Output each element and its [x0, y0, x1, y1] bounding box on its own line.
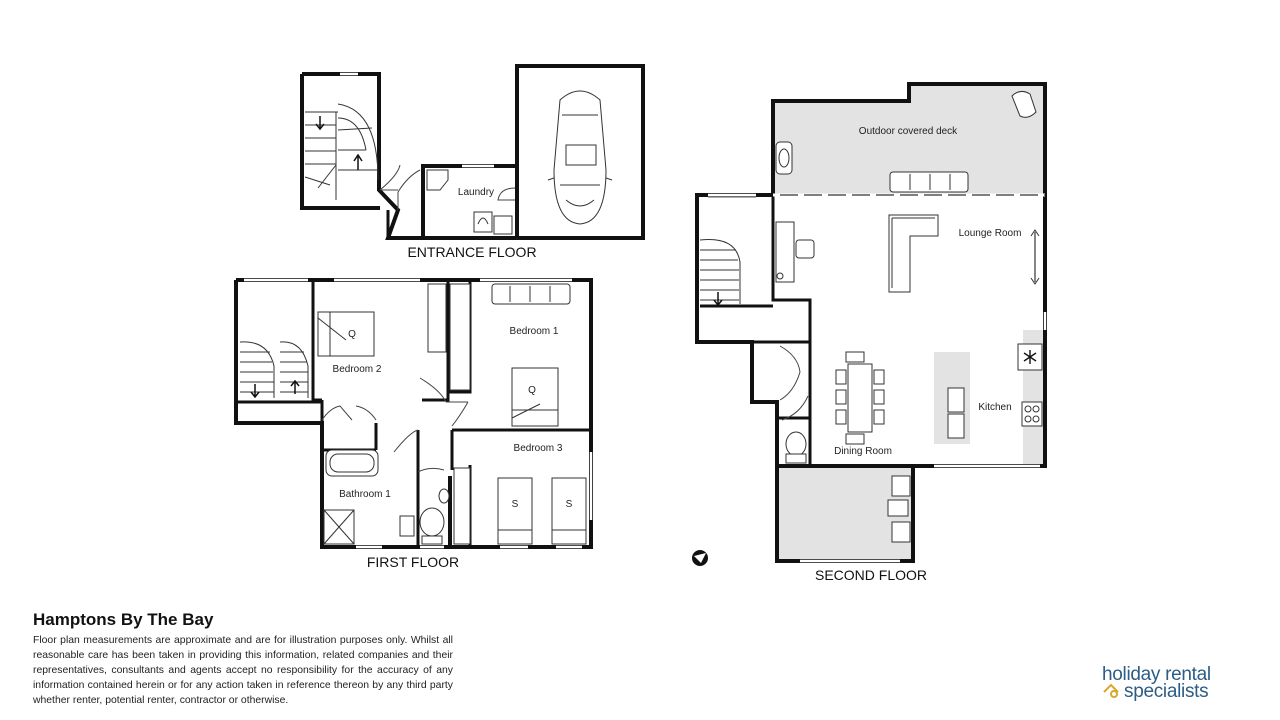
kitchen-label: Kitchen: [978, 402, 1011, 413]
laundry-door: [497, 187, 516, 201]
first-floor-stairs: [239, 341, 309, 399]
car-icon: [547, 90, 613, 225]
lounge-room-label: Lounge Room: [959, 228, 1022, 239]
hallway-doors: [419, 377, 469, 427]
bathroom1-label: Bathroom 1: [339, 489, 391, 500]
brand-line1: holiday rental: [1102, 664, 1211, 685]
first-floor: Q Q S S: [234, 278, 593, 570]
svg-text:Q: Q: [348, 329, 356, 340]
svg-text:Q: Q: [528, 385, 536, 396]
svg-text:S: S: [566, 499, 573, 510]
entrance-floor-label: ENTRANCE FLOOR: [407, 244, 536, 260]
brand-logo: holiday rental specialists: [1100, 662, 1260, 704]
bedroom1-furniture: Q: [491, 283, 571, 427]
lounge-furniture: [775, 214, 1040, 293]
second-floor-stairs: [699, 238, 741, 307]
bedroom1-label: Bedroom 1: [510, 326, 559, 337]
dining-room-label: Dining Room: [834, 446, 892, 457]
arrow-up-icon: [353, 153, 363, 170]
bathroom-door: [393, 429, 445, 473]
arrow-down-icon: [315, 116, 325, 131]
stair-landing-walls: [695, 193, 779, 466]
outdoor-deck-area: [773, 84, 1045, 195]
garage-walls: [515, 64, 645, 240]
laundry-fixtures: [426, 169, 513, 235]
stairwell-walls: [300, 72, 517, 240]
entrance-floor: Laundry ENTRANCE FLOOR: [300, 64, 645, 260]
brand-line2: specialists: [1124, 681, 1209, 702]
kitchen-fixtures: [947, 343, 1043, 439]
balcony-chairs: [887, 475, 911, 543]
compass-north-icon: [692, 550, 708, 566]
bedroom2-label: Bedroom 2: [333, 364, 382, 375]
second-floor: Outdoor covered deck Lounge Room Kitchen…: [695, 82, 1047, 583]
entry-door-swing: [397, 169, 421, 210]
bedroom3-label: Bedroom 3: [514, 443, 563, 454]
property-title: Hamptons By The Bay: [33, 610, 214, 629]
first-floor-label: FIRST FLOOR: [367, 554, 459, 570]
bedroom2-bed: Q: [317, 311, 375, 357]
disclaimer-text: Floor plan measurements are approximate …: [33, 635, 453, 706]
laundry-label: Laundry: [458, 187, 494, 198]
bedroom3-beds: S S: [497, 477, 587, 545]
linen-doors: [321, 405, 377, 421]
svg-text:S: S: [512, 499, 519, 510]
deck-furniture: [775, 90, 1037, 193]
second-floor-label: SECOND FLOOR: [815, 567, 927, 583]
dining-table: [835, 351, 885, 445]
balcony-area: [777, 467, 913, 561]
powder-room: [779, 345, 809, 464]
snowflake-icon: [1023, 350, 1037, 364]
bathroom1-fixtures: [323, 449, 450, 545]
toilet-icon: [419, 507, 445, 537]
key-house-icon: [1103, 683, 1119, 698]
entrance-stairs: [304, 103, 379, 200]
entrance-door: [379, 164, 401, 191]
outdoor-deck-label: Outdoor covered deck: [859, 126, 958, 137]
